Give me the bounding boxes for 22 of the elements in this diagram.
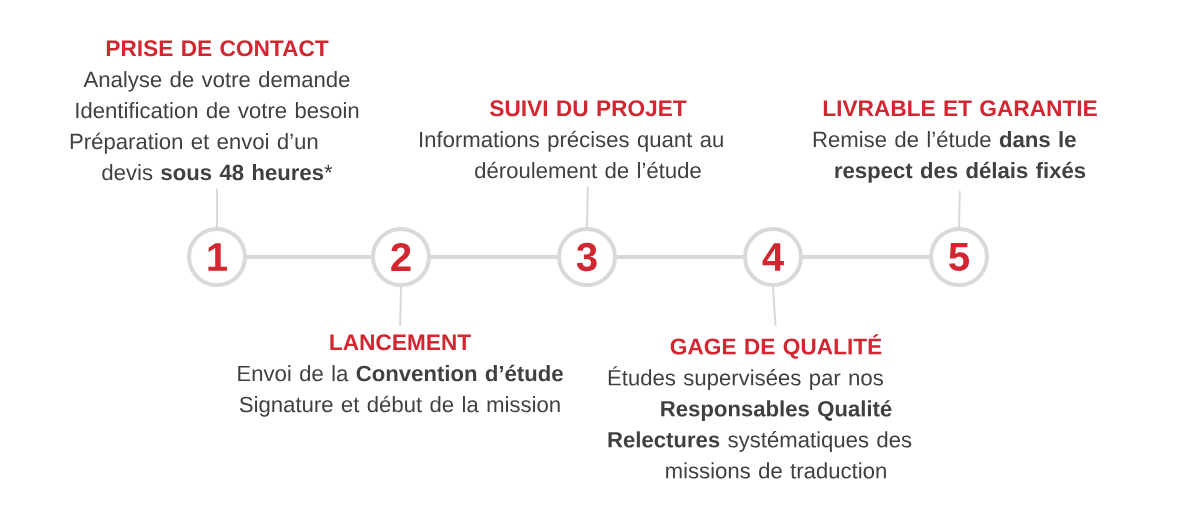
step-description: Identification de votre besoin <box>76 102 359 119</box>
connector-line <box>617 255 743 259</box>
step-description: Remise de l’étude dans le respect des délais fixés <box>813 130 1086 183</box>
leader-line <box>958 189 961 228</box>
step-heading: SUIVI DU PROJET <box>489 100 687 117</box>
connector-line <box>431 255 557 259</box>
step-description: Analyse de votre demande <box>83 71 350 92</box>
leader-line <box>216 187 218 228</box>
step-description: Envoi de la Convention d’étude <box>238 364 563 382</box>
leader-line <box>586 185 589 228</box>
connector-line <box>247 255 371 259</box>
step-heading: PRISE DE CONTACT <box>106 40 329 57</box>
leader-line <box>399 286 402 327</box>
step-description: Préparation et envoi d’un devis sous 48 heures* <box>70 132 333 181</box>
step-heading: LIVRABLE ET GARANTIE <box>823 100 1097 117</box>
step-heading: GAGE DE QUALITÉ <box>670 334 882 359</box>
step-description: Relectures systématiques des missions de traduction <box>608 431 912 479</box>
step-heading: LANCEMENT <box>330 334 471 351</box>
leader-line <box>772 286 777 327</box>
connector-line <box>803 255 929 259</box>
step-description: Signature et début de la mission <box>239 395 560 417</box>
step-description: Informations précises quant au déroulement de l’étude <box>420 130 723 179</box>
